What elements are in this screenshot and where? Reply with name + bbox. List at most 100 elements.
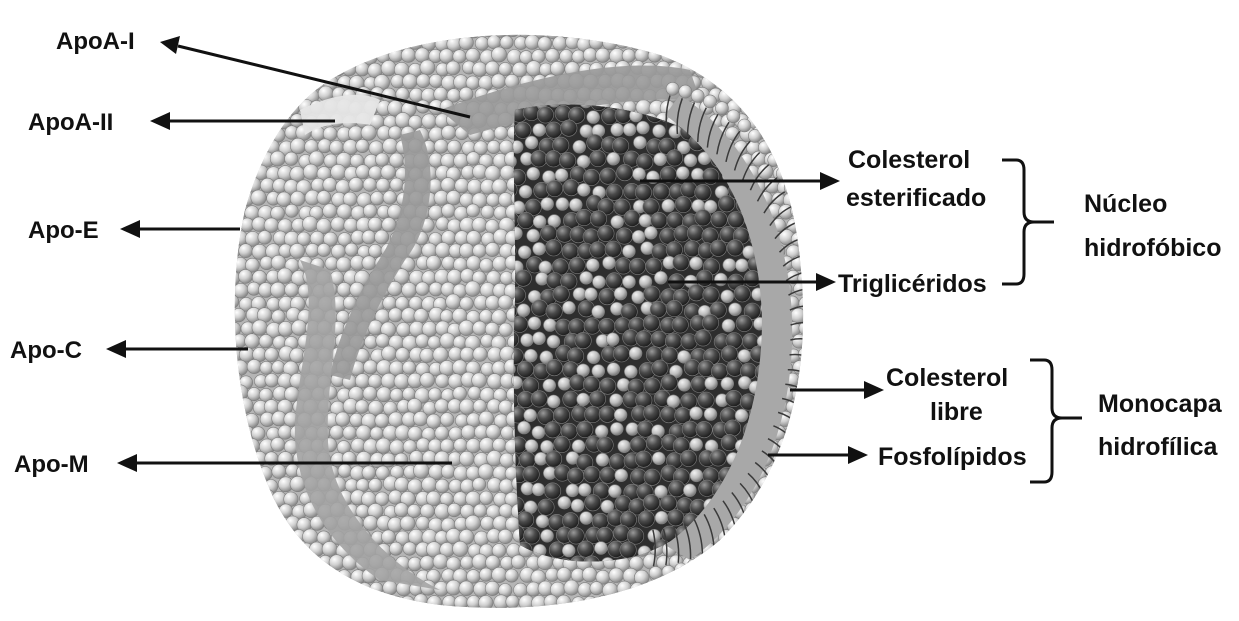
lipid-sphere <box>592 305 605 318</box>
lipid-sphere <box>435 426 449 440</box>
lipid-sphere <box>349 48 363 62</box>
lipid-sphere <box>541 529 554 542</box>
lipid-sphere <box>667 395 680 408</box>
lipid-sphere <box>544 483 560 499</box>
lipid-sphere <box>244 413 258 427</box>
lipid-sphere <box>389 542 402 555</box>
lipid-sphere <box>806 407 819 420</box>
lipid-sphere <box>590 242 606 258</box>
lipid-sphere <box>728 74 742 88</box>
lipid-sphere <box>758 554 774 570</box>
lipid-sphere <box>804 23 818 37</box>
lipid-sphere <box>481 22 495 36</box>
lipid-sphere <box>687 569 701 583</box>
lipid-sphere <box>651 331 667 347</box>
lipid-sphere <box>368 374 382 388</box>
lipid-sphere <box>785 167 799 181</box>
lipid-sphere <box>279 504 293 518</box>
lipid-sphere <box>781 137 797 153</box>
lipoprotein-particle <box>218 20 830 620</box>
lipid-sphere <box>784 37 799 52</box>
lipid-sphere <box>793 101 807 115</box>
lipid-sphere <box>637 595 651 609</box>
lipid-sphere <box>233 153 247 167</box>
lipid-sphere <box>715 569 730 584</box>
lipid-sphere <box>680 450 696 466</box>
lipid-sphere <box>219 153 233 167</box>
lipid-sphere <box>258 467 272 481</box>
lipid-sphere <box>587 111 600 124</box>
lipid-sphere <box>615 469 628 482</box>
lipid-sphere <box>774 485 787 498</box>
lipid-sphere <box>291 320 306 335</box>
lipid-sphere <box>325 49 338 62</box>
lipid-sphere <box>329 582 343 596</box>
lipid-sphere <box>804 127 818 141</box>
lipid-sphere <box>607 363 620 376</box>
lipid-sphere <box>765 466 780 481</box>
lipid-sphere <box>781 467 797 483</box>
lipid-sphere <box>778 525 794 541</box>
lipid-sphere <box>632 291 645 304</box>
lipid-sphere <box>259 517 275 533</box>
lipid-sphere <box>251 478 266 493</box>
lipid-sphere <box>634 136 647 149</box>
lipid-sphere <box>694 35 709 50</box>
lipid-sphere <box>756 541 772 557</box>
lipid-sphere <box>648 21 663 36</box>
lipid-sphere <box>765 518 779 532</box>
lipid-sphere <box>767 569 781 583</box>
lipid-sphere <box>644 405 660 421</box>
lipid-sphere <box>736 315 752 331</box>
lipid-sphere <box>618 440 631 453</box>
lipid-sphere <box>277 35 291 49</box>
lipid-sphere <box>608 22 623 37</box>
lipid-sphere <box>746 35 760 49</box>
lipid-sphere <box>247 596 261 610</box>
lipid-sphere <box>465 281 480 296</box>
lipid-sphere <box>517 361 533 377</box>
lipid-sphere <box>773 478 788 493</box>
lipid-sphere <box>536 515 549 528</box>
lipid-sphere <box>757 514 773 530</box>
lipid-sphere <box>662 565 675 578</box>
lipid-sphere <box>472 62 487 77</box>
lipid-sphere <box>531 151 547 167</box>
lipid-sphere <box>793 542 807 556</box>
lipid-sphere <box>577 421 593 437</box>
lipid-sphere <box>233 543 246 556</box>
lipid-sphere <box>545 49 559 63</box>
lipid-sphere <box>669 481 685 497</box>
lipid-sphere <box>808 246 821 259</box>
lipid-sphere <box>660 495 676 511</box>
lipid-sphere <box>672 317 688 333</box>
lipid-sphere <box>362 230 376 244</box>
lipid-sphere <box>400 516 415 531</box>
arrow-colesterol-libre <box>790 381 884 399</box>
lipid-sphere <box>499 323 513 337</box>
label-colesterol-libre-line2: libre <box>930 398 983 426</box>
lipid-sphere <box>572 440 585 453</box>
lipid-sphere <box>707 35 722 50</box>
lipid-sphere <box>715 594 729 608</box>
lipid-sphere <box>343 37 358 52</box>
lipid-sphere <box>349 594 363 608</box>
lipid-sphere <box>226 86 241 101</box>
lipid-sphere <box>245 127 259 141</box>
lipid-sphere <box>615 496 631 512</box>
lipid-sphere <box>611 215 624 228</box>
lipid-sphere <box>264 34 279 49</box>
lipid-sphere <box>355 374 370 389</box>
lipid-sphere <box>258 22 273 37</box>
lipid-sphere <box>466 256 481 271</box>
lipid-sphere <box>584 318 600 334</box>
lipid-sphere <box>753 568 767 582</box>
lipid-sphere <box>791 256 806 271</box>
lipid-sphere <box>695 63 710 78</box>
lipid-sphere <box>356 37 371 52</box>
lipid-sphere <box>526 61 541 76</box>
lipid-sphere <box>531 391 547 407</box>
lipid-sphere <box>555 169 568 182</box>
lipid-sphere <box>416 334 430 348</box>
lipid-sphere <box>769 556 782 569</box>
